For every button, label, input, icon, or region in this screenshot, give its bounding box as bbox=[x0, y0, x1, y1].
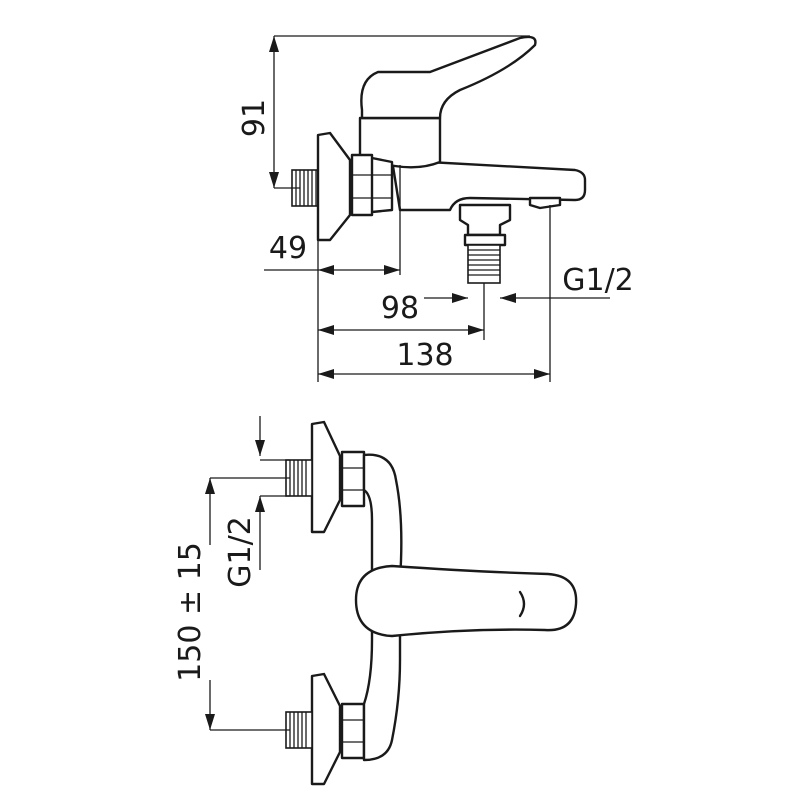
front-lever-handle bbox=[354, 564, 578, 638]
front-top-thread bbox=[285, 459, 313, 497]
dim-wall-to-outlet-label: 98 bbox=[381, 291, 419, 326]
side-diverter-stem bbox=[458, 203, 512, 237]
side-cartridge-body bbox=[358, 116, 442, 169]
front-bottom-thread bbox=[285, 711, 313, 749]
dim-height-label: 91 bbox=[237, 99, 272, 137]
front-view: G1/2 150 ± 15 bbox=[173, 416, 578, 786]
dim-inlet-spacing: 150 ± 15 bbox=[173, 477, 290, 731]
side-hex-nut bbox=[350, 153, 394, 217]
dim-wall-to-outlet-98: 98 bbox=[318, 283, 485, 340]
dim-wall-to-body-label: 49 bbox=[269, 231, 307, 266]
dim-height-91: 91 bbox=[237, 35, 530, 189]
dim-inlet-thread-label: G1/2 bbox=[223, 516, 258, 588]
front-top-hex-nut bbox=[340, 450, 366, 508]
dim-outlet-thread: G1/2 bbox=[500, 263, 634, 303]
side-wall-flange bbox=[316, 131, 352, 242]
front-bottom-flange bbox=[310, 672, 342, 786]
dim-wall-to-spout-tip-label: 138 bbox=[396, 338, 453, 373]
side-spout-tip bbox=[528, 196, 562, 210]
dim-wall-to-spout-tip-138: 138 bbox=[318, 205, 551, 382]
side-diverter-collar bbox=[463, 233, 507, 247]
side-lever-handle bbox=[360, 35, 537, 120]
side-view: 91 49 98 G1/2 bbox=[237, 35, 634, 382]
dim-inlet-thread: G1/2 bbox=[223, 416, 290, 588]
dim-outlet-thread-label: G1/2 bbox=[562, 263, 634, 298]
dim-inlet-spacing-label: 150 ± 15 bbox=[173, 542, 208, 682]
front-bottom-hex-nut bbox=[340, 702, 366, 760]
dim-wall-to-body-49: 49 bbox=[264, 165, 401, 382]
side-outlet-thread bbox=[467, 244, 501, 284]
front-top-flange bbox=[310, 420, 342, 534]
